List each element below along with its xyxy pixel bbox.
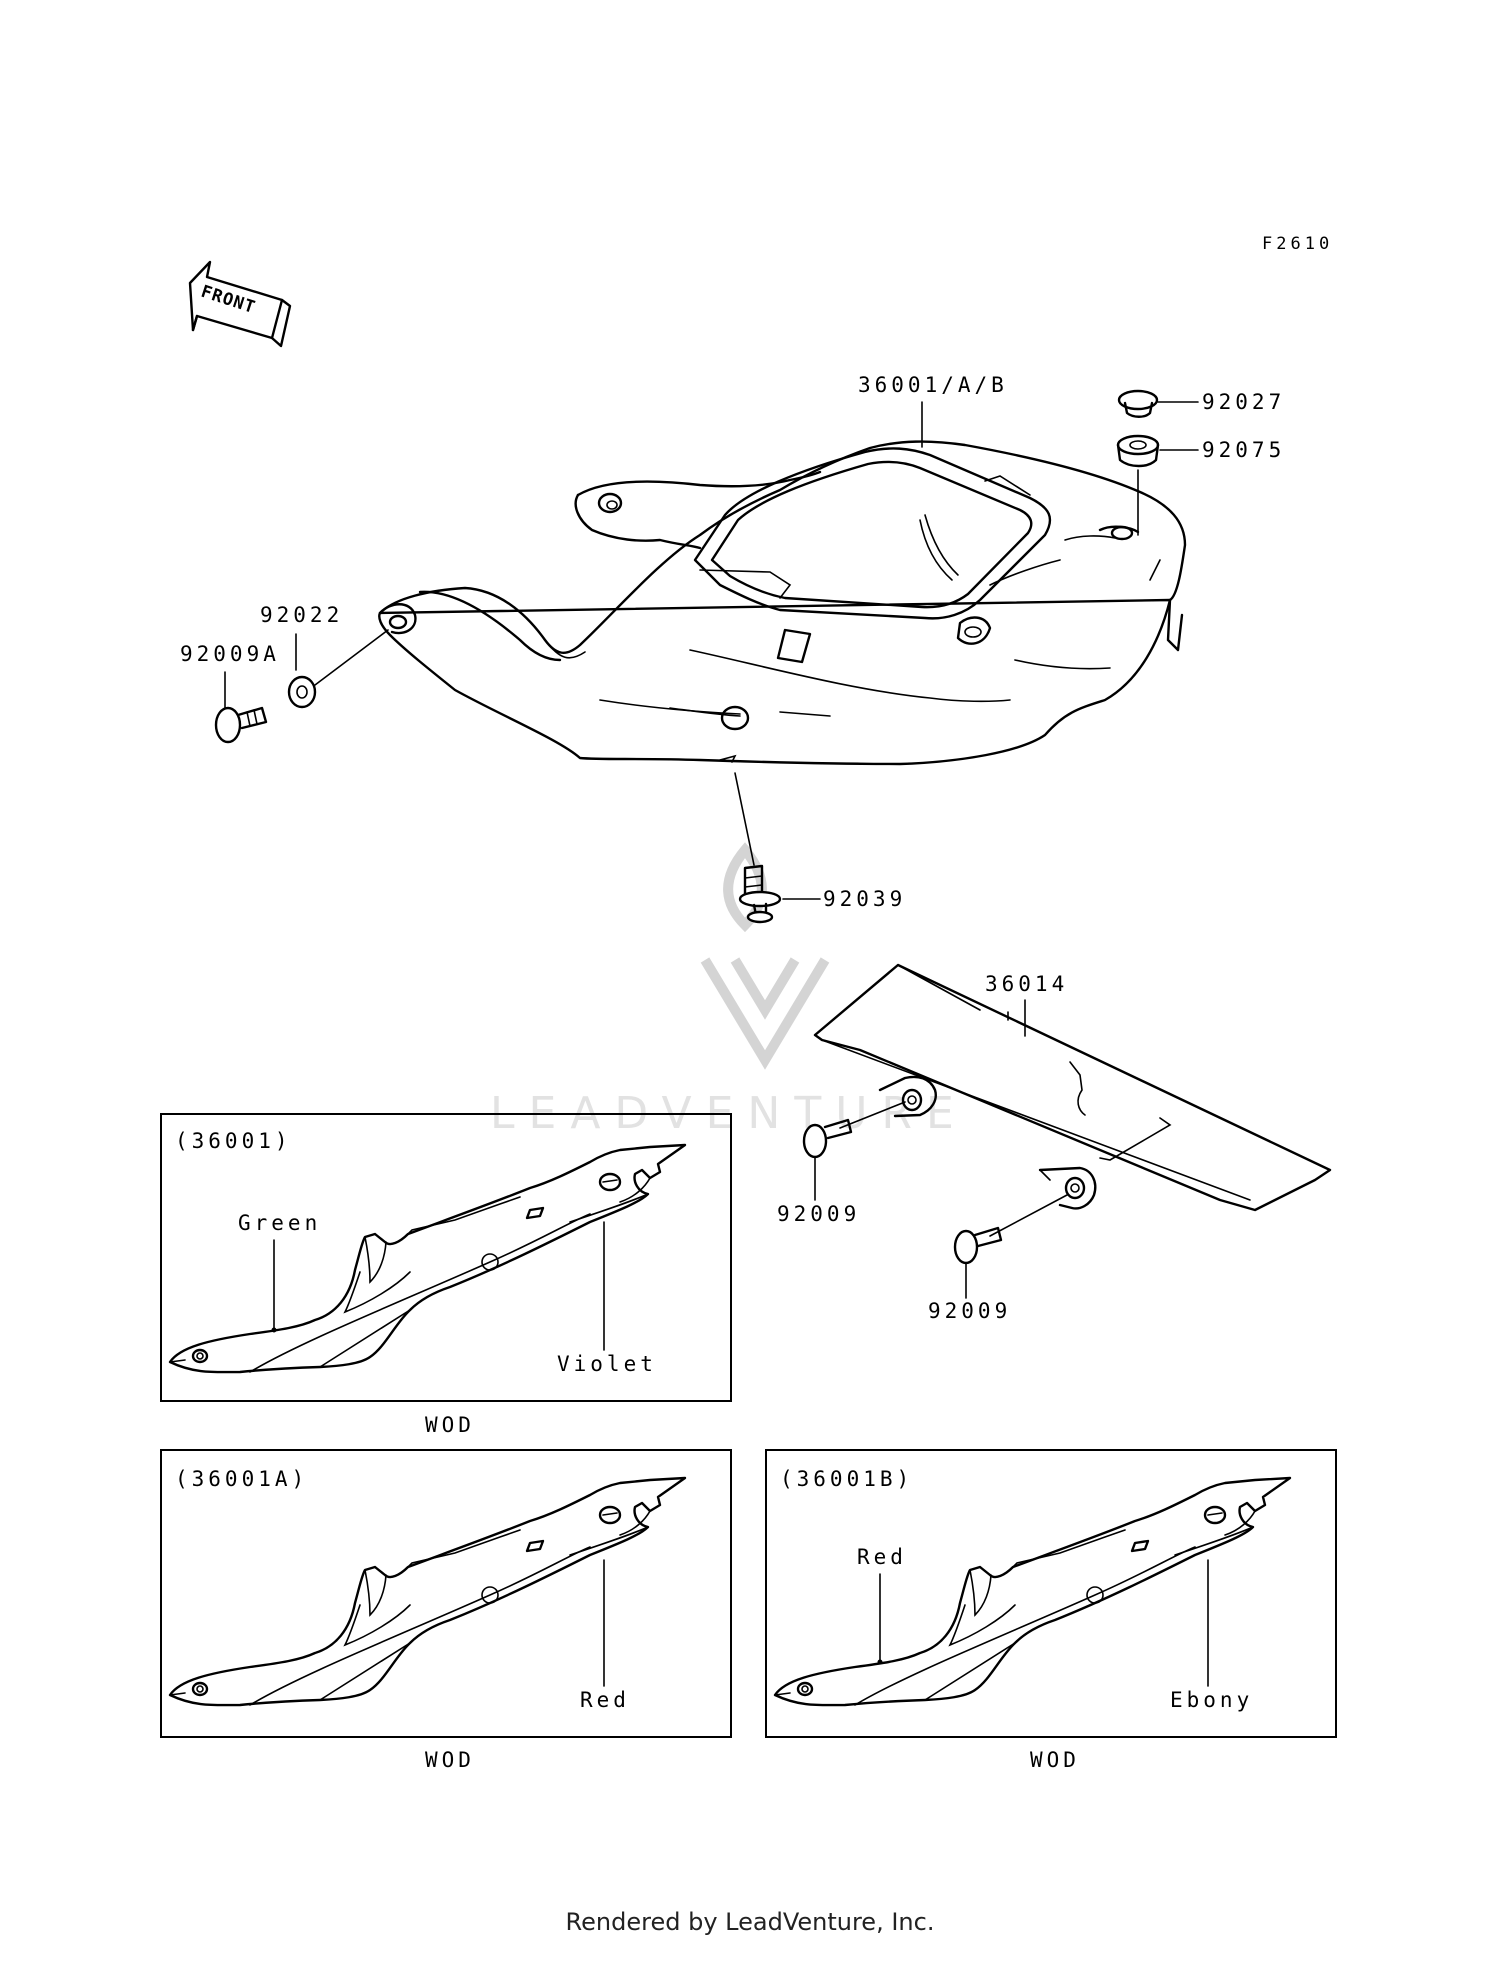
label-bolt-chain-lower: 92009 bbox=[928, 1299, 1011, 1323]
variant-color-b: Red bbox=[580, 1688, 630, 1712]
variant-color-b: Violet bbox=[557, 1352, 657, 1376]
bolt-chain-upper-icon bbox=[802, 1118, 853, 1159]
chain-cover-drawing bbox=[813, 963, 1332, 1212]
variant-color-b: Ebony bbox=[1170, 1688, 1253, 1712]
footer-credit: Rendered by LeadVenture, Inc. bbox=[565, 1908, 935, 1936]
label-cap: 92027 bbox=[1202, 390, 1285, 414]
label-washer-left: 92022 bbox=[260, 603, 343, 627]
label-grommet: 92075 bbox=[1202, 438, 1285, 462]
variant-code: (36001A) bbox=[175, 1467, 308, 1491]
variant-caption: WOD bbox=[1030, 1748, 1080, 1772]
figure-code: F2610 bbox=[1262, 234, 1333, 254]
label-clip: 92039 bbox=[823, 887, 906, 911]
variant-box-36001A: (36001A) Red WOD bbox=[160, 1449, 732, 1772]
variant-color-a: Red bbox=[857, 1545, 907, 1569]
front-arrow-icon: FRONT bbox=[188, 260, 292, 348]
washer-part-icon bbox=[287, 675, 317, 709]
variant-code: (36001B) bbox=[780, 1467, 913, 1491]
seat-cover-drawing bbox=[378, 440, 1187, 766]
label-bolt-chain-upper: 92009 bbox=[777, 1202, 860, 1226]
variant-caption: WOD bbox=[425, 1413, 475, 1437]
bolt-part-icon bbox=[214, 706, 268, 744]
cap-part-icon bbox=[1117, 389, 1159, 418]
grommet-part-icon bbox=[1116, 434, 1160, 468]
variant-box-36001: (36001) Green Violet WOD bbox=[160, 1113, 732, 1437]
label-chain-cover: 36014 bbox=[985, 972, 1068, 996]
variant-code: (36001) bbox=[175, 1129, 292, 1153]
clip-part-icon bbox=[738, 864, 782, 924]
bolt-chain-lower-icon bbox=[953, 1226, 1003, 1265]
label-seat-cover: 36001/A/B bbox=[858, 373, 1008, 397]
variant-caption: WOD bbox=[425, 1748, 475, 1772]
variant-color-a: Green bbox=[238, 1211, 321, 1235]
label-bolt-left: 92009A bbox=[180, 642, 280, 666]
variant-box-36001B: (36001B) Red Ebony WOD bbox=[765, 1449, 1337, 1772]
